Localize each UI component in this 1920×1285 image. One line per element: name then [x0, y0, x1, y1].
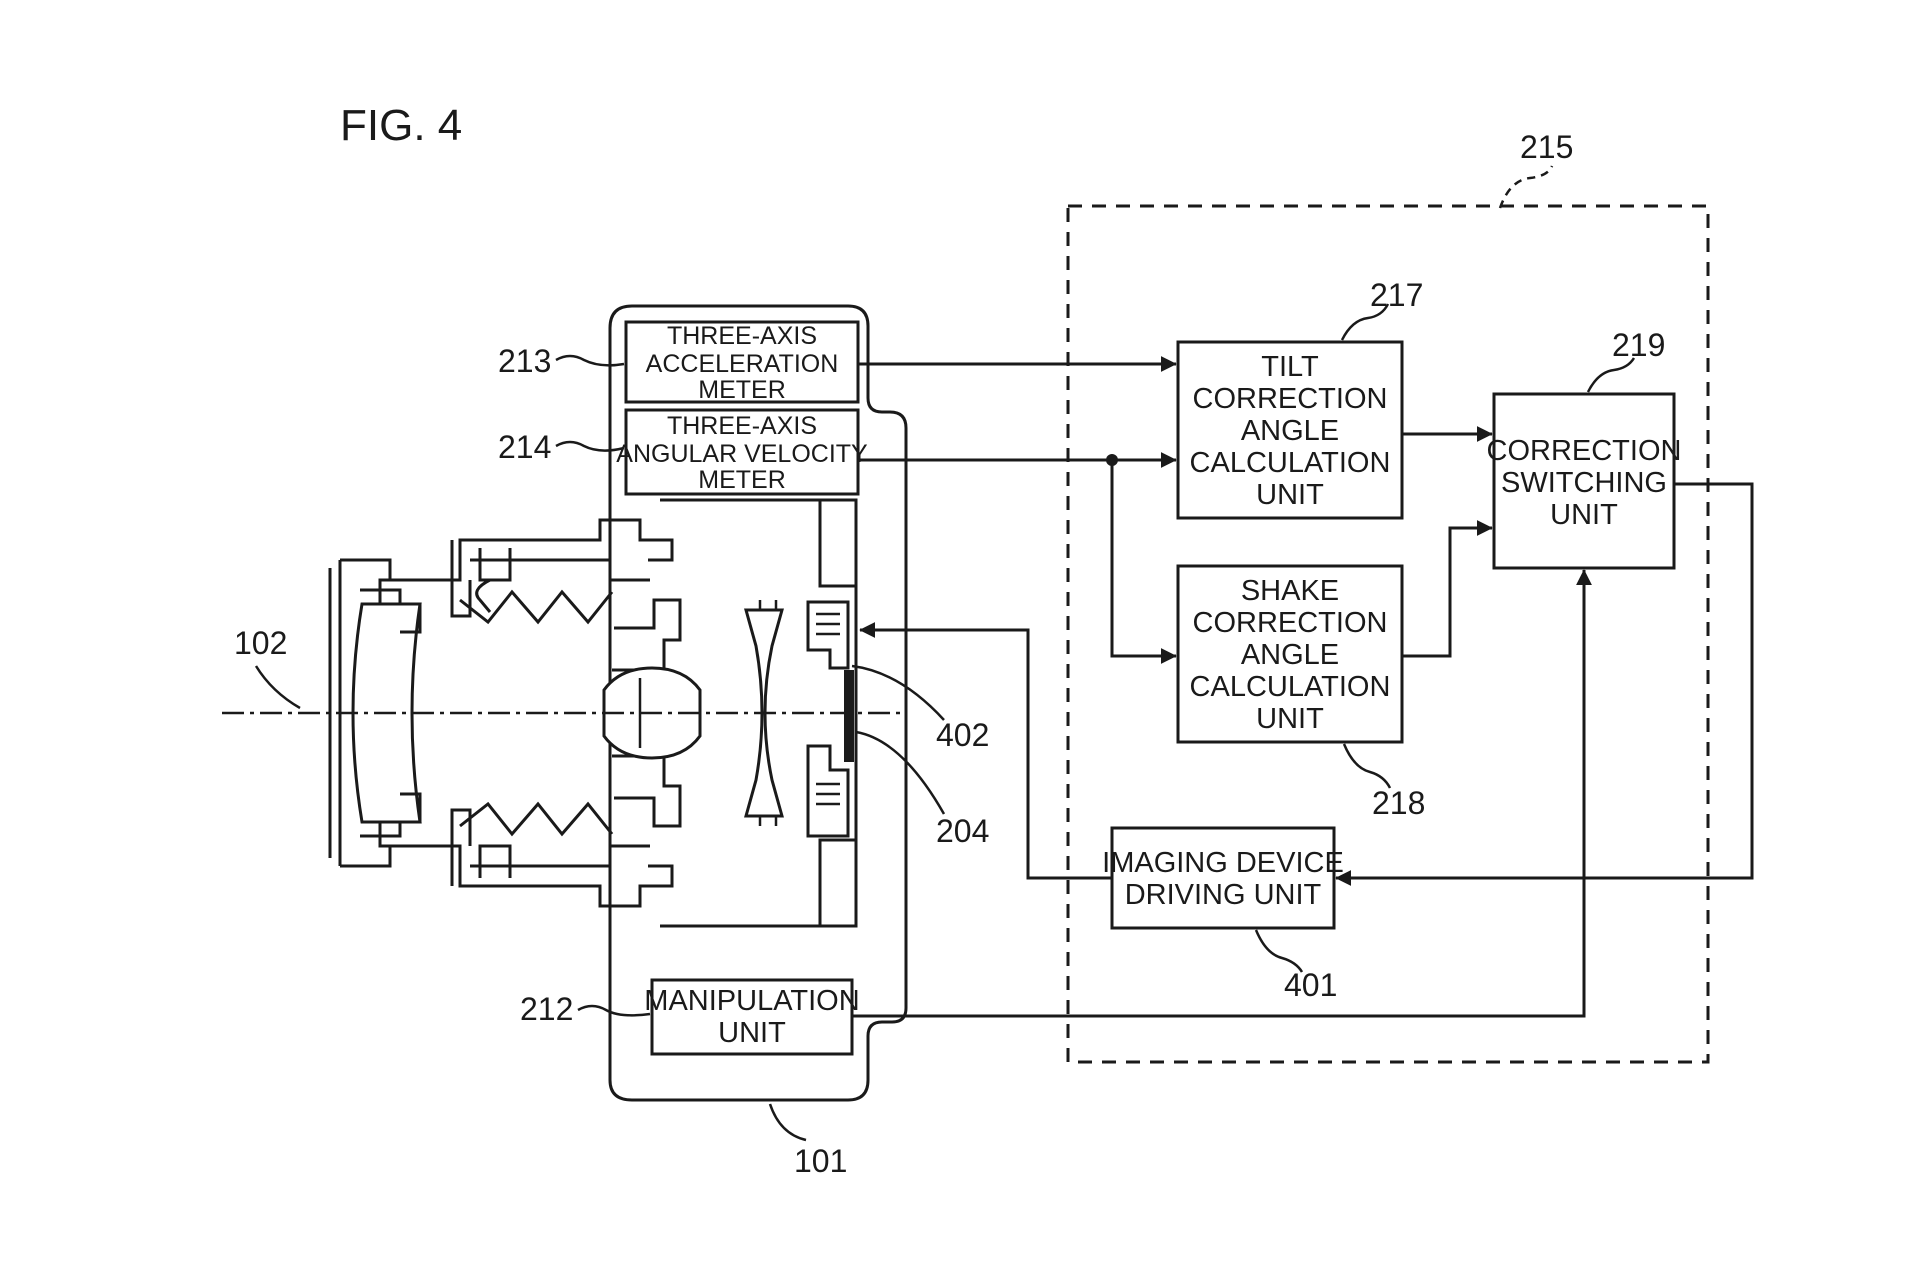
svg-text:CALCULATION: CALCULATION [1190, 671, 1391, 703]
ref-label-217: 217 [1370, 277, 1423, 313]
leader-402 [851, 664, 945, 721]
ref-label-402: 402 [936, 717, 989, 753]
ref-label-213: 213 [498, 343, 551, 379]
svg-text:MANIPULATION: MANIPULATION [644, 985, 859, 1017]
svg-text:CORRECTION: CORRECTION [1193, 383, 1388, 415]
svg-text:ANGLE: ANGLE [1241, 415, 1339, 447]
wire-manipulation-to-switch [852, 569, 1592, 1018]
leader-204 [855, 730, 946, 815]
leader-219 [1586, 357, 1636, 393]
wire-driver-to-imaging-element [859, 622, 1112, 880]
wire-angular-to-shake [1110, 460, 1177, 664]
leader-401 [1254, 929, 1304, 973]
svg-text:TILT: TILT [1261, 351, 1319, 383]
acceleration-meter-block: THREE-AXIS ACCELERATION METER [624, 320, 860, 404]
leader-213 [555, 354, 625, 367]
svg-text:METER: METER [698, 376, 786, 404]
figure-label: FIG. 4 [340, 101, 462, 150]
angular-velocity-meter-block: THREE-AXIS ANGULAR VELOCITY METER [616, 408, 868, 496]
ref-label-215: 215 [1520, 129, 1573, 165]
svg-text:THREE-AXIS: THREE-AXIS [667, 322, 817, 350]
svg-text:METER: METER [698, 466, 786, 494]
leader-218 [1342, 743, 1392, 789]
leader-102 [254, 665, 301, 710]
lens-assembly [328, 498, 858, 928]
camera-body [608, 304, 908, 1102]
leader-212 [577, 1004, 651, 1017]
svg-text:CALCULATION: CALCULATION [1190, 447, 1391, 479]
leader-214 [555, 440, 625, 452]
leader-101 [768, 1103, 807, 1142]
ref-label-101: 101 [794, 1143, 847, 1179]
tilt-correction-block: TILT CORRECTION ANGLE CALCULATION UNIT [1176, 340, 1404, 520]
ref-label-219: 219 [1612, 327, 1665, 363]
shake-correction-block: SHAKE CORRECTION ANGLE CALCULATION UNIT [1176, 564, 1404, 744]
ref-label-218: 218 [1372, 785, 1425, 821]
leader-215 [1498, 165, 1554, 209]
svg-text:IMAGING DEVICE: IMAGING DEVICE [1102, 847, 1344, 879]
svg-text:UNIT: UNIT [718, 1017, 786, 1049]
svg-text:CORRECTION: CORRECTION [1193, 607, 1388, 639]
correction-switching-block: CORRECTION SWITCHING UNIT [1487, 392, 1682, 570]
svg-text:THREE-AXIS: THREE-AXIS [667, 412, 817, 440]
control-group-boundary [1066, 204, 1710, 1064]
svg-text:ANGULAR VELOCITY: ANGULAR VELOCITY [616, 440, 868, 468]
svg-text:UNIT: UNIT [1256, 479, 1324, 511]
svg-text:UNIT: UNIT [1550, 499, 1618, 531]
ref-label-214: 214 [498, 429, 551, 465]
ref-label-401: 401 [1284, 967, 1337, 1003]
ref-label-212: 212 [520, 991, 573, 1027]
svg-text:DRIVING UNIT: DRIVING UNIT [1125, 879, 1322, 911]
svg-text:ACCELERATION: ACCELERATION [646, 350, 839, 378]
wire-shake-to-switch [1402, 520, 1493, 658]
wire-switch-to-driver [1335, 482, 1754, 886]
ref-label-102: 102 [234, 625, 287, 661]
svg-text:SWITCHING: SWITCHING [1501, 467, 1667, 499]
svg-text:UNIT: UNIT [1256, 703, 1324, 735]
imaging-device-driving-block: IMAGING DEVICE DRIVING UNIT [1102, 826, 1344, 930]
svg-text:SHAKE: SHAKE [1241, 575, 1339, 607]
manipulation-block: MANIPULATION UNIT [644, 978, 860, 1056]
leader-217 [1340, 303, 1390, 341]
svg-text:CORRECTION: CORRECTION [1487, 435, 1682, 467]
svg-text:ANGLE: ANGLE [1241, 639, 1339, 671]
ref-label-204: 204 [936, 813, 989, 849]
